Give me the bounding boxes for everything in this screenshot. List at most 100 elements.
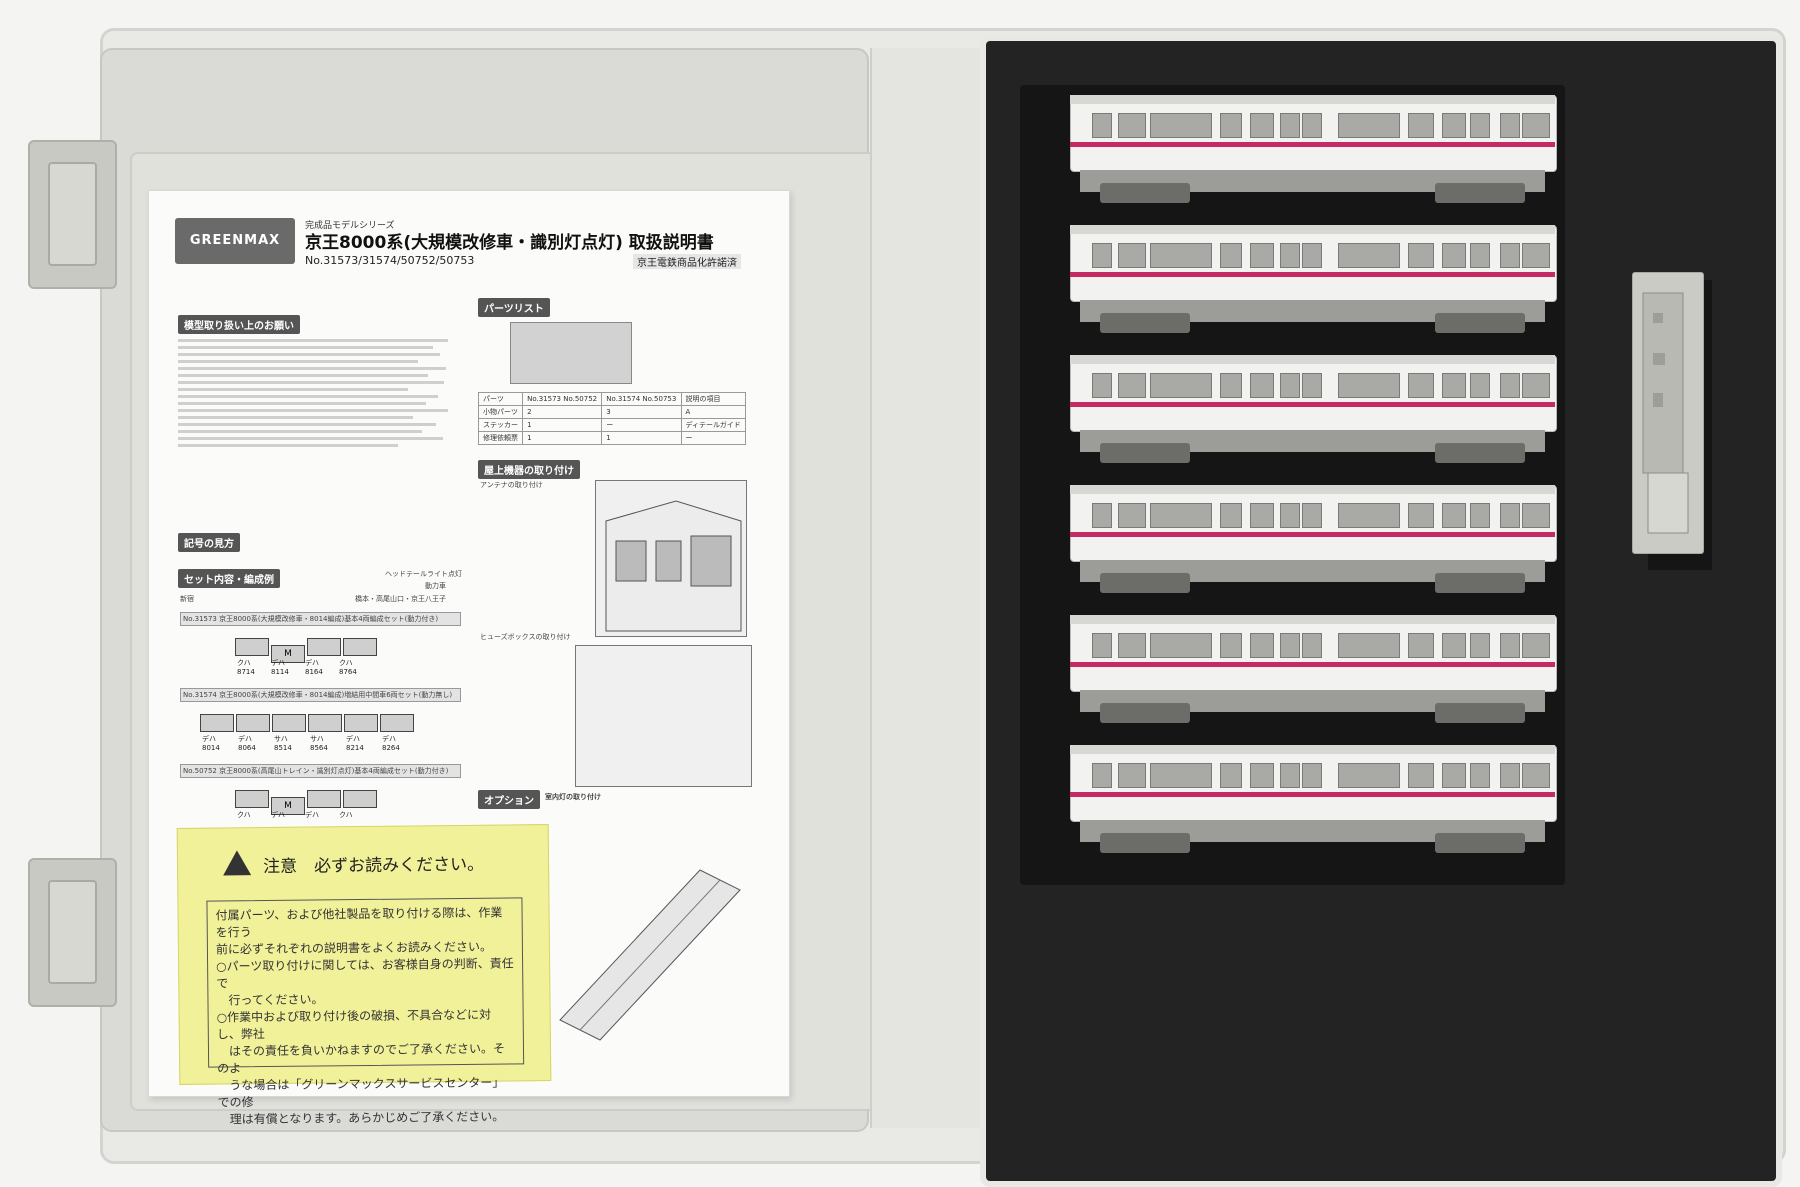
car-window [1302,113,1322,138]
bogie [1100,703,1190,723]
car-window [1280,503,1300,528]
car-window [1442,243,1466,268]
car-window [1522,503,1550,528]
car-roof [1070,355,1555,364]
car-window [1280,243,1300,268]
hinge-top [28,140,117,289]
bogie [1435,183,1525,203]
car-window [1408,763,1434,788]
note-heading: 注意 必ずお読みください。 [262,854,485,878]
section-care: 模型取り扱い上のお願い [178,315,300,334]
car-window [1280,113,1300,138]
section-set: セット内容・編成例 [178,569,280,588]
car-window [1500,633,1520,658]
car-stripe [1070,142,1555,147]
car-box [200,714,234,732]
parts-cell: ー [680,431,746,445]
car-underframe [1080,430,1545,452]
car-window [1280,763,1300,788]
note-line: 理は有償となります。あらかじめご了承ください。 [217,1109,505,1127]
car-box [272,714,306,732]
series-label: 完成品モデルシリーズ [305,221,395,231]
car-window [1220,633,1242,658]
car-stripe [1070,792,1555,797]
bogie [1100,573,1190,593]
car-window [1150,633,1212,658]
car-window [1470,113,1490,138]
car-window [1220,113,1242,138]
parts-header: 説明の項目 [680,392,746,406]
car-roof [1070,615,1555,624]
car-window [1470,503,1490,528]
car-window [1408,503,1434,528]
car-number: 8064 [238,744,256,752]
car-window [1500,763,1520,788]
model-train-car [1070,225,1557,337]
car-window [1338,243,1400,268]
car-underframe [1080,300,1545,322]
car-window [1442,113,1466,138]
parts-header: No.31574 No.50753 [601,392,682,406]
bogie [1435,703,1525,723]
car-type: クハ [237,811,251,819]
car-window [1250,763,1274,788]
note-line: はその責任を負いかねますのでご了承ください。そのよ [216,1041,506,1076]
parts-cell: ー [601,418,682,432]
section-notation: 記号の見方 [178,533,240,552]
set1-formation: M [235,638,379,663]
car-window [1442,373,1466,398]
car-window [1092,373,1112,398]
set3-label: No.50752 京王8000系(高尾山トレイン・識別灯点灯)基本4両編成セット… [180,764,461,778]
parts-cell: 1 [522,418,603,432]
car-box [380,714,414,732]
car-box [343,638,377,656]
manual-title: 京王8000系(大規模改修車・識別灯点灯) 取扱説明書 [305,233,714,253]
parts-cell: 修理依頼票 [477,431,524,445]
car-window [1118,763,1146,788]
car-box [308,714,342,732]
car-type: サハ [310,735,324,743]
car-window [1500,503,1520,528]
note-line: うな場合は「グリーンマックスサービスセンター」での修 [217,1075,505,1110]
set3-formation: M [235,790,379,815]
car-window [1338,633,1400,658]
car-window [1500,373,1520,398]
model-train-car [1070,745,1557,857]
note-body-box: 付属パーツ、および他社製品を取り付ける際は、作業を行う 前に必ずそれぞれの説明書… [206,897,525,1126]
hinge-bottom [28,858,117,1007]
car-stripe [1070,272,1555,277]
car-stripe [1070,402,1555,407]
car-underframe [1080,170,1545,192]
fusebox-diagram [575,645,752,787]
parts-cell: 3 [601,405,682,419]
section-install-a: 屋上機器の取り付け [478,460,580,479]
car-window [1118,243,1146,268]
bogie [1100,183,1190,203]
model-train-car [1070,95,1557,207]
car-window [1150,113,1212,138]
car-window [1522,633,1550,658]
car-window [1500,113,1520,138]
train-front-diagram [595,480,747,637]
car-window [1408,373,1434,398]
car-window [1220,373,1242,398]
car-window [1470,763,1490,788]
car-window [1408,113,1434,138]
car-stripe [1070,532,1555,537]
car-number: 8514 [274,744,292,752]
section-parts: パーツリスト [478,298,550,317]
bogie [1100,833,1190,853]
car-type: デハ [346,735,360,743]
care-text-block [178,335,456,451]
parts-runner [1632,272,1704,554]
car-window [1302,633,1322,658]
car-window [1470,633,1490,658]
car-number: 8014 [202,744,220,752]
parts-cell: 1 [522,431,603,445]
car-window [1442,633,1466,658]
parts-cell: A [680,405,746,419]
car-type: デハ [305,659,319,667]
car-box-motor: M [271,645,305,663]
car-window [1522,243,1550,268]
